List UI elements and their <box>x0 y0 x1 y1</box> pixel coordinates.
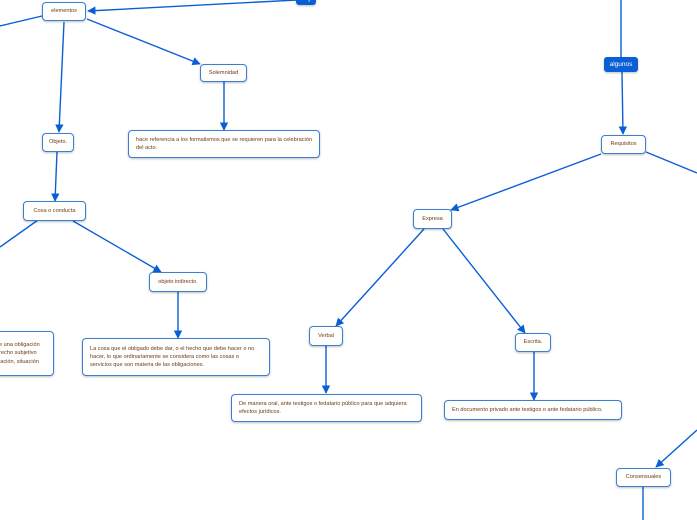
node-objeto-indirecto[interactable]: objeto indirecto. <box>149 272 207 292</box>
edge-hay-elementos <box>87 0 298 15</box>
node-solemnidad-desc[interactable]: hace referencia a los formalismos que se… <box>128 130 320 158</box>
node-escrita[interactable]: Escrita. <box>515 333 551 352</box>
node-elementos[interactable]: elementos <box>42 2 86 21</box>
solemnidad-desc-text: hace referencia a los formalismos que se… <box>136 136 312 151</box>
node-verbal-desc[interactable]: De manera oral, ante testigos o fedatari… <box>231 394 422 422</box>
node-escrita-desc[interactable]: En documento privado ante testigos o ant… <box>444 400 622 420</box>
edge-objeto-cosa <box>51 151 60 202</box>
node-verbal[interactable]: Verbal <box>309 326 343 346</box>
edge-cosa-indirecto <box>72 220 162 273</box>
node-solemnidad[interactable]: Solemnidad <box>200 64 247 82</box>
edge-cosa-offscreen-left <box>0 219 39 248</box>
objeto-indirecto-desc-text: La cosa que el obligado debe dar, o el h… <box>90 345 255 369</box>
objeto-label: Objeto. <box>48 139 68 146</box>
algunos-label: algunos <box>609 60 633 68</box>
elementos-label: elementos <box>51 8 77 15</box>
objeto-indirecto-label: objeto indirecto. <box>158 278 198 285</box>
objeto-directo-desc-text: e una obligación recho subjetivo lación,… <box>0 342 40 365</box>
solemnidad-label: Solemnidad <box>208 69 239 76</box>
edge-expresa-escrita <box>442 228 526 334</box>
edge-requisitos-expresa <box>450 153 602 212</box>
edge-requisitos-offscreen-right <box>645 151 697 174</box>
edge-elementos-solemnidad <box>86 18 201 66</box>
node-expresa[interactable]: Expresa <box>413 209 452 229</box>
algunos-tag[interactable]: algunos <box>604 57 638 72</box>
node-objeto[interactable]: Objeto. <box>42 133 74 152</box>
requisitos-label: Requisitos <box>610 141 637 148</box>
node-requisitos[interactable]: Requisitos <box>601 135 646 154</box>
consensuales-label: Consensuales <box>625 474 662 481</box>
expresa-label: Expresa <box>422 215 443 222</box>
node-cosa-conducta[interactable]: Cosa o conducta <box>23 201 86 221</box>
verbal-label: Verbal <box>318 332 334 339</box>
node-objeto-directo-desc[interactable]: e una obligación recho subjetivo lación,… <box>0 331 54 376</box>
edge-offscreen-consensuales <box>655 429 697 468</box>
cosa-conducta-label: Cosa o conducta <box>33 207 76 214</box>
edge-expresa-verbal <box>335 228 425 327</box>
edge-elementos-offscreen-left <box>0 15 43 27</box>
hay-label: hay <box>301 0 311 4</box>
hay-tag[interactable]: hay <box>296 0 316 5</box>
node-consensuales[interactable]: Consensuales <box>616 468 671 487</box>
edge-elementos-objeto <box>55 21 65 133</box>
edge-algunos-requisitos <box>618 71 628 135</box>
verbal-desc-text: De manera oral, ante testigos o fedatari… <box>239 400 407 415</box>
escrita-desc-text: En documento privado ante testigos o ant… <box>452 406 603 413</box>
node-objeto-indirecto-desc[interactable]: La cosa que el obligado debe dar, o el h… <box>82 338 270 376</box>
escrita-label: Escrita. <box>523 339 543 346</box>
